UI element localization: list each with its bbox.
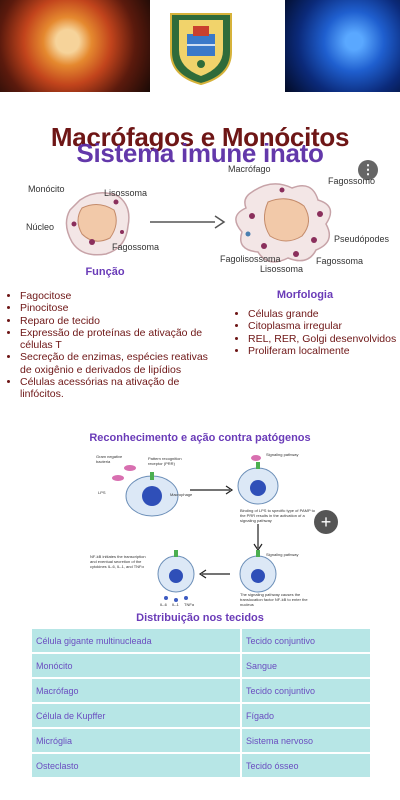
list-item: Expressão de proteínas de ativação de cé… bbox=[20, 327, 214, 352]
label-lisossoma-left: Lisossoma bbox=[104, 188, 148, 198]
label-binding: Binding of LPS to specific type of PAMP … bbox=[240, 508, 316, 523]
funcao-heading: Função bbox=[85, 266, 125, 278]
monocyte-macrophage-diagram: Monócito Lisossoma Núcleo Fagossoma Macr… bbox=[20, 164, 390, 280]
morfologia-section: Células grande Citoplasma irregular REL,… bbox=[232, 308, 400, 357]
table-row: Célula de Kupffer Fígado bbox=[32, 704, 370, 727]
table-row: Macrófago Tecido conjuntivo bbox=[32, 679, 370, 702]
label-cytokine-secretion: NF-kB initiates the transcription and ev… bbox=[90, 554, 146, 569]
label-receptor: Pattern recognition receptor (PRR) bbox=[148, 456, 182, 466]
label-lisossoma-right: Lisossoma bbox=[260, 264, 304, 274]
label-signaling-1: Signaling pathway bbox=[266, 452, 299, 457]
page-title: Macrófagos e Monócitos bbox=[50, 122, 350, 152]
list-item: Fagocitose bbox=[20, 290, 214, 302]
label-nucleo: Núcleo bbox=[26, 222, 55, 232]
table-cell: Tecido conjuntivo bbox=[242, 629, 370, 652]
list-item: Células acessórias na ativação de linfóc… bbox=[20, 376, 214, 401]
table-cell: Macrófago bbox=[32, 679, 240, 702]
more-options-button[interactable]: ⋮ bbox=[358, 160, 378, 180]
macrophage-photo-right bbox=[285, 0, 400, 92]
table-row: Osteclasto Tecido ósseo bbox=[32, 754, 370, 777]
list-item: Secreção de enzimas, espécies reativas d… bbox=[20, 351, 214, 376]
table-cell: Fígado bbox=[242, 704, 370, 727]
table-cell: Célula de Kupffer bbox=[32, 704, 240, 727]
table-cell: Sistema nervoso bbox=[242, 729, 370, 752]
macrophage-photo-left bbox=[0, 0, 150, 92]
header-banner bbox=[0, 0, 400, 92]
label-fagossoma-left: Fagossoma bbox=[112, 242, 160, 252]
list-item: Células grande bbox=[248, 308, 400, 320]
label-macrofago: Macrófago bbox=[228, 164, 271, 174]
label-monocito: Monócito bbox=[28, 184, 65, 194]
macrophage-cell-icon bbox=[235, 183, 332, 263]
table-cell: Monócito bbox=[32, 654, 240, 677]
list-item: Pinocitose bbox=[20, 302, 214, 314]
pathway-illustration bbox=[112, 455, 279, 602]
table-cell: Tecido conjuntivo bbox=[242, 679, 370, 702]
cell-illustration bbox=[65, 183, 332, 263]
funcao-section: Fagocitose Pinocitose Reparo de tecido E… bbox=[4, 290, 214, 401]
table-row: Célula gigante multinucleada Tecido conj… bbox=[32, 629, 370, 652]
list-item: Proliferam localmente bbox=[248, 345, 400, 357]
table-cell: Micróglia bbox=[32, 729, 240, 752]
label-nfkb-translocation: The signaling pathway causes the translo… bbox=[240, 592, 308, 607]
table-cell: Sangue bbox=[242, 654, 370, 677]
list-item: Citoplasma irregular bbox=[248, 320, 400, 332]
table-row: Micróglia Sistema nervoso bbox=[32, 729, 370, 752]
reconhecimento-heading: Reconhecimento e ação contra patógenos bbox=[89, 432, 311, 444]
label-il1: IL-1 bbox=[172, 602, 179, 607]
monocyte-cell-icon bbox=[65, 192, 130, 256]
table-cell: Osteclasto bbox=[32, 754, 240, 777]
label-bacteria: Gram negative bacteria bbox=[96, 454, 123, 464]
label-fagossoma-bottom: Fagossoma bbox=[316, 256, 364, 266]
label-signaling-2: Signaling pathway bbox=[266, 552, 299, 557]
pathogen-recognition-diagram: Gram negative bacteria Pattern recogniti… bbox=[90, 450, 320, 610]
label-pseudopodes: Pseudópodes bbox=[334, 234, 390, 244]
add-button[interactable]: + bbox=[314, 510, 338, 534]
distribuicao-heading: Distribuição nos tecidos bbox=[136, 612, 264, 624]
table-cell: Tecido ósseo bbox=[242, 754, 370, 777]
label-tnfa: TNFα bbox=[184, 602, 195, 607]
table-row: Monócito Sangue bbox=[32, 654, 370, 677]
distribuicao-table: Célula gigante multinucleada Tecido conj… bbox=[30, 627, 372, 779]
morfologia-heading: Morfologia bbox=[276, 289, 334, 301]
university-logo bbox=[170, 13, 232, 86]
label-lps: LPS bbox=[98, 490, 106, 495]
label-fagolisossoma: Fagolisossoma bbox=[220, 254, 281, 264]
list-item: Reparo de tecido bbox=[20, 315, 214, 327]
page-subtitle-overlay: Sistema imune inato bbox=[76, 138, 324, 168]
table-cell: Célula gigante multinucleada bbox=[32, 629, 240, 652]
label-macrophage: Macrophage bbox=[170, 492, 193, 497]
list-item: REL, RER, Golgi desenvolvidos bbox=[248, 333, 400, 345]
label-fagossomo: Fagossomo bbox=[328, 176, 376, 186]
label-il6: IL-6 bbox=[160, 602, 167, 607]
